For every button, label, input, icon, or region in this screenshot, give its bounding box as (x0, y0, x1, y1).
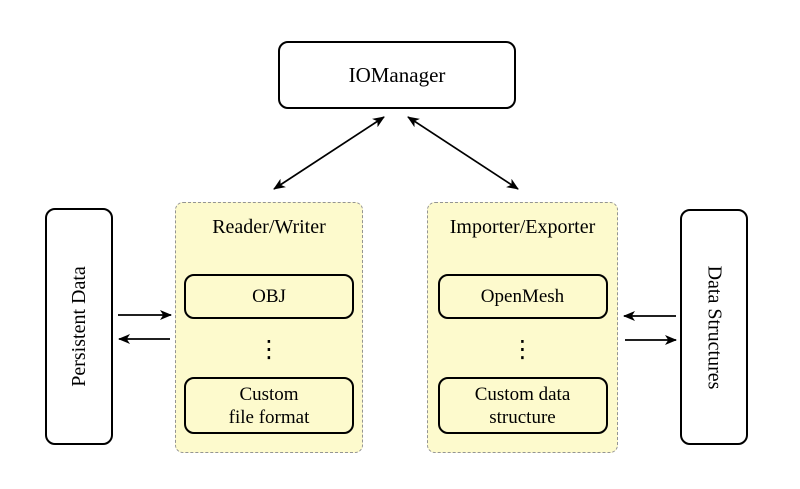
custom-data-structure-line2: structure (489, 406, 556, 428)
custom-file-format-line1: Custom (239, 383, 299, 405)
data-structures-node: Data Structures (680, 209, 748, 445)
custom-file-format-node: Custom file format (184, 377, 354, 434)
obj-node: OBJ (184, 274, 354, 319)
importer-exporter-title: Importer/Exporter (449, 216, 596, 238)
obj-label: OBJ (252, 286, 286, 307)
custom-file-format-line2: file format (228, 406, 310, 428)
reader-writer-panel: Reader/Writer OBJ ⋮ Custom file format (175, 202, 363, 453)
data-structures-label: Data Structures (703, 265, 726, 389)
persistent-data-node: Persistent Data (45, 208, 113, 445)
reader-writer-title: Reader/Writer (212, 216, 326, 238)
openmesh-node: OpenMesh (437, 274, 608, 319)
iomanager-node: IOManager (278, 41, 516, 109)
iomanager-label: IOManager (348, 62, 446, 87)
ellipsis-reader-writer: ⋮ (257, 335, 281, 363)
persistent-data-label: Persistent Data (67, 266, 90, 387)
openmesh-label: OpenMesh (480, 286, 565, 307)
edge-iomanager-readerwriter (273, 116, 385, 190)
custom-data-structure-line1: Custom data (474, 383, 571, 405)
custom-data-structure-node: Custom data structure (437, 377, 608, 434)
ellipsis-importer-exporter: ⋮ (510, 335, 535, 363)
edge-iomanager-importerexporter (407, 116, 519, 190)
importer-exporter-panel: Importer/Exporter OpenMesh ⋮ Custom data… (427, 202, 618, 453)
